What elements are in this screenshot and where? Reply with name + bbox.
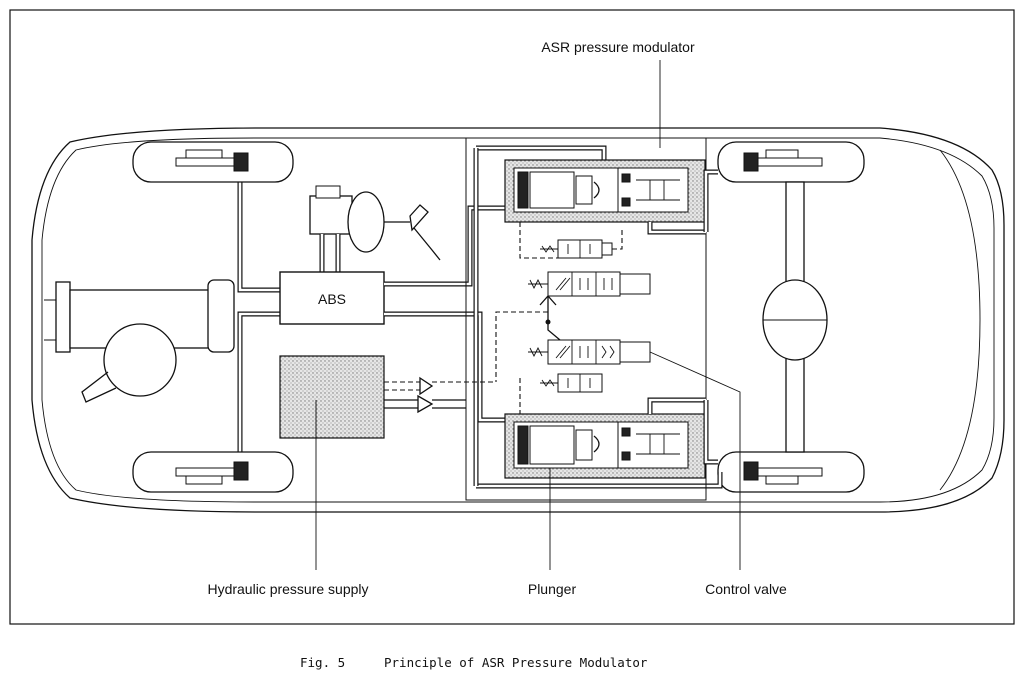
wheel-rear-right bbox=[717, 451, 865, 493]
asr-modulator-boundary bbox=[465, 137, 707, 501]
asr-modulator-upper bbox=[504, 159, 706, 235]
engine-assembly bbox=[55, 279, 235, 403]
label-hydraulic-pressure-supply: Hydraulic pressure supply bbox=[207, 581, 368, 597]
abs-output-pipes bbox=[384, 145, 723, 489]
wheel-front-left bbox=[132, 141, 294, 183]
hydraulic-pressure-supply bbox=[279, 355, 385, 570]
caption-title: Principle of ASR Pressure Modulator bbox=[384, 655, 648, 670]
label-asr-pressure-modulator: ASR pressure modulator bbox=[541, 39, 695, 55]
caption-fig-number: Fig. 5 bbox=[300, 655, 345, 670]
vehicle-body-outline bbox=[31, 127, 1005, 513]
label-control-valve: Control valve bbox=[705, 581, 787, 597]
valve-symbol-4 bbox=[540, 373, 603, 393]
master-cylinder-booster bbox=[309, 185, 441, 272]
supply-flow-arrows bbox=[384, 376, 496, 414]
abs-label: ABS bbox=[318, 291, 346, 307]
right-brake-lines bbox=[703, 169, 718, 465]
abs-unit: ABS bbox=[279, 271, 385, 325]
valve-symbol-3 bbox=[528, 339, 651, 365]
asr-modulator-lower bbox=[504, 397, 706, 570]
left-brake-lines bbox=[237, 170, 280, 470]
rear-axle bbox=[762, 181, 828, 453]
valve-symbol-1 bbox=[540, 239, 613, 259]
valve-symbol-2 bbox=[528, 271, 651, 297]
leader-lines bbox=[649, 60, 741, 570]
control-lines bbox=[495, 222, 623, 414]
figure-frame bbox=[9, 9, 1015, 625]
wheel-rear-left bbox=[132, 451, 294, 493]
wheel-front-right bbox=[717, 141, 865, 183]
label-plunger: Plunger bbox=[528, 581, 577, 597]
